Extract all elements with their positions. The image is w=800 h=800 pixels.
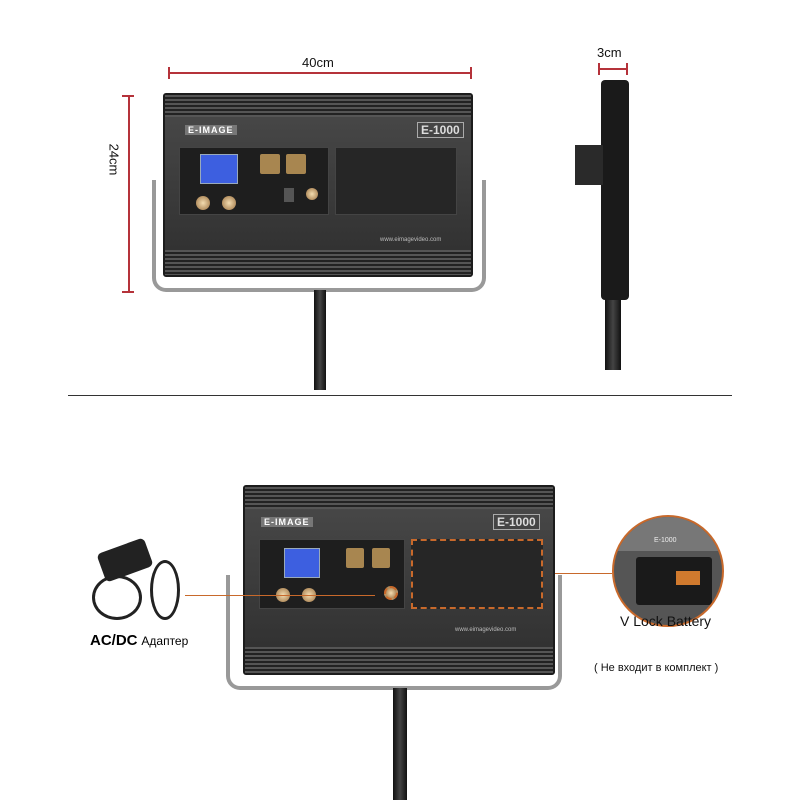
dmx-in-port[interactable]	[260, 154, 280, 174]
model-label: E-1000	[493, 514, 540, 530]
control-panel	[179, 147, 329, 215]
stand-pole	[314, 290, 326, 390]
battery	[636, 557, 712, 605]
dmx-in-port[interactable]	[346, 548, 364, 568]
adapter-label: AC/DC Адаптер	[90, 632, 188, 649]
brand-logo: E-IMAGE	[261, 517, 313, 527]
side-stand-pole	[605, 300, 621, 370]
dc-input-port[interactable]	[384, 586, 398, 600]
lcd-display	[200, 154, 238, 184]
brand-logo: E-IMAGE	[185, 125, 237, 135]
power-switch[interactable]	[284, 188, 294, 202]
website-label: www.eimagevideo.com	[380, 237, 442, 243]
depth-dimension-tick	[626, 63, 628, 75]
adapter-label-sub: Адаптер	[141, 634, 189, 648]
v-mount-plate	[335, 147, 457, 215]
website-label: www.eimagevideo.com	[455, 627, 517, 633]
adapter-label-main: AC/DC	[90, 632, 138, 649]
light-panel-side	[601, 80, 629, 300]
battery-callout-line	[555, 573, 612, 574]
light-panel-front: E-IMAGE E-1000 www.eimagevideo.com	[243, 485, 555, 675]
lcd-display	[284, 548, 320, 578]
dmx-out-port[interactable]	[286, 154, 306, 174]
v-lock-battery-closeup: E-1000	[612, 515, 724, 627]
adapter-callout-line	[185, 595, 375, 596]
divider	[68, 395, 732, 396]
width-dimension-line	[168, 72, 472, 74]
height-dimension-tick	[122, 291, 134, 293]
height-dimension-tick	[122, 95, 134, 97]
battery-model-label: E-1000	[654, 537, 677, 544]
dimmer-knob[interactable]	[196, 196, 210, 210]
depth-label: 3cm	[597, 45, 622, 60]
control-panel	[259, 539, 405, 609]
dc-input-port[interactable]	[306, 188, 318, 200]
height-dimension-line	[128, 95, 130, 293]
model-label: E-1000	[417, 122, 464, 138]
side-battery-mount	[575, 145, 603, 185]
battery-note: ( Не входит в комплект )	[594, 662, 719, 674]
dmx-out-port[interactable]	[372, 548, 390, 568]
height-label: 24cm	[106, 143, 122, 176]
v-mount-plate	[411, 539, 543, 609]
stand-pole	[393, 688, 407, 800]
light-panel-front: E-IMAGE E-1000 www.eimagevideo.com	[163, 93, 473, 277]
battery-label: V Lock Battery	[620, 613, 712, 629]
width-dimension-tick	[470, 67, 472, 79]
color-temp-knob[interactable]	[222, 196, 236, 210]
adapter-cable	[150, 560, 180, 620]
width-dimension-tick	[168, 67, 170, 79]
width-label: 40cm	[302, 55, 334, 70]
depth-dimension-tick	[598, 63, 600, 75]
depth-dimension-line	[598, 68, 628, 70]
adapter-cable	[92, 575, 142, 620]
